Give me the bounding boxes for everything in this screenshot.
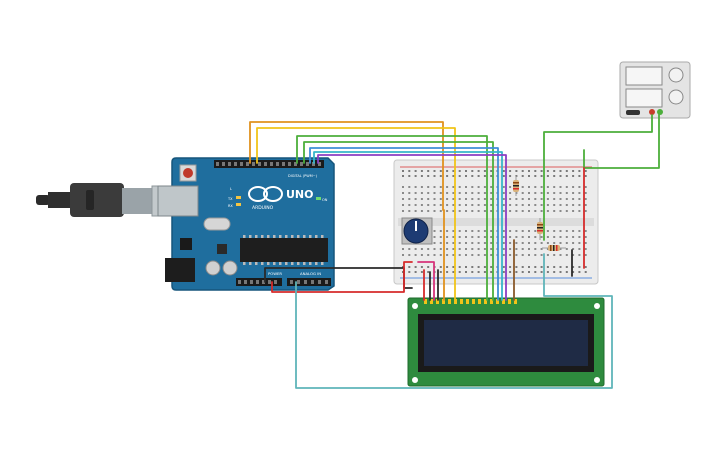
- digital-pin[interactable]: [216, 162, 219, 166]
- led-l-label: L: [230, 187, 232, 191]
- analog-pin[interactable]: [325, 280, 328, 284]
- digital-pin[interactable]: [312, 162, 315, 166]
- supply-positive-terminal[interactable]: [649, 109, 655, 115]
- power-pin[interactable]: [238, 280, 241, 284]
- led-tx-label: TX: [227, 197, 233, 201]
- power-pin[interactable]: [262, 280, 265, 284]
- dc-power-supply[interactable]: [619, 61, 691, 119]
- wire-teal-lcd[interactable]: [295, 253, 613, 389]
- lcd-pin[interactable]: [472, 299, 475, 304]
- lcd-pin[interactable]: [430, 299, 433, 304]
- digital-header-label: DIGITAL (PWM~): [288, 174, 318, 178]
- lcd-pin[interactable]: [436, 299, 439, 304]
- breadboard[interactable]: [393, 159, 599, 285]
- digital-header: [214, 160, 324, 168]
- lcd-pin[interactable]: [496, 299, 499, 304]
- lcd-pin[interactable]: [454, 299, 457, 304]
- usb-port: [157, 185, 199, 217]
- resistor-1[interactable]: [513, 176, 519, 196]
- digital-pin[interactable]: [306, 162, 309, 166]
- led-rx-label: RX: [228, 204, 233, 208]
- wire-yellow[interactable]: [256, 127, 456, 301]
- lcd-pin[interactable]: [514, 299, 517, 304]
- lcd-16x2[interactable]: [407, 297, 605, 387]
- power-pin[interactable]: [256, 280, 259, 284]
- wire-green[interactable]: [296, 135, 488, 301]
- lcd-pin[interactable]: [460, 299, 463, 304]
- wire-blue[interactable]: [309, 147, 499, 301]
- brand-label: ARDUINO: [252, 205, 274, 211]
- resistor-2[interactable]: [537, 218, 543, 240]
- usb-cable[interactable]: [36, 183, 175, 217]
- digital-pin[interactable]: [246, 162, 249, 166]
- digital-pin[interactable]: [270, 162, 273, 166]
- arduino-logo-icon: [248, 186, 283, 202]
- power-pin[interactable]: [244, 280, 247, 284]
- analog-header: [287, 278, 331, 286]
- power-pin[interactable]: [268, 280, 271, 284]
- analog-pin[interactable]: [318, 280, 321, 284]
- wire-orange[interactable]: [249, 121, 445, 301]
- lcd-pin[interactable]: [502, 299, 505, 304]
- digital-pin[interactable]: [252, 162, 255, 166]
- wire-red[interactable]: [271, 261, 413, 293]
- digital-pin[interactable]: [318, 162, 321, 166]
- supply-negative-terminal[interactable]: [657, 109, 663, 115]
- power-pin[interactable]: [250, 280, 253, 284]
- lcd-pin[interactable]: [424, 299, 427, 304]
- lcd-pin[interactable]: [484, 299, 487, 304]
- potentiometer[interactable]: [401, 217, 433, 245]
- supply-switch[interactable]: [626, 110, 640, 115]
- digital-pin[interactable]: [264, 162, 267, 166]
- digital-pin[interactable]: [228, 162, 231, 166]
- power-pin[interactable]: [274, 280, 277, 284]
- lcd-pin[interactable]: [442, 299, 445, 304]
- power-jack: [165, 258, 195, 282]
- wire-green-supply[interactable]: [583, 114, 660, 169]
- arduino-uno-board[interactable]: UNO ARDUINO DIGITAL (PWM~) POWER ANALOG …: [157, 157, 335, 291]
- digital-pin[interactable]: [240, 162, 243, 166]
- on-led: [316, 197, 321, 200]
- wire-green-2[interactable]: [303, 141, 494, 301]
- voltage-display: [625, 66, 663, 86]
- lcd-pin[interactable]: [490, 299, 493, 304]
- analog-pin[interactable]: [290, 280, 293, 284]
- lcd-screen: [424, 320, 588, 366]
- analog-pin[interactable]: [311, 280, 314, 284]
- current-knob[interactable]: [668, 89, 684, 105]
- digital-pin-row: [216, 162, 321, 166]
- power-header-label: POWER: [268, 271, 282, 276]
- digital-pin[interactable]: [288, 162, 291, 166]
- digital-pin[interactable]: [294, 162, 297, 166]
- atmega-chip: [240, 238, 328, 262]
- digital-pin[interactable]: [222, 162, 225, 166]
- lcd-pin[interactable]: [466, 299, 469, 304]
- digital-pin[interactable]: [258, 162, 261, 166]
- lcd-pin[interactable]: [448, 299, 451, 304]
- lcd-pin[interactable]: [478, 299, 481, 304]
- wire-green-supply-2[interactable]: [543, 114, 653, 241]
- analog-header-label: ANALOG IN: [300, 271, 321, 276]
- digital-pin[interactable]: [234, 162, 237, 166]
- wire-cyan[interactable]: [313, 151, 503, 301]
- digital-pin[interactable]: [276, 162, 279, 166]
- analog-pin[interactable]: [297, 280, 300, 284]
- wire-purple[interactable]: [317, 154, 507, 301]
- voltage-knob[interactable]: [668, 67, 684, 83]
- current-display: [625, 88, 663, 108]
- analog-pin[interactable]: [304, 280, 307, 284]
- rx-led: [236, 203, 241, 206]
- digital-pin[interactable]: [300, 162, 303, 166]
- on-label: ON: [322, 198, 328, 202]
- tx-led: [236, 196, 241, 199]
- digital-pin[interactable]: [282, 162, 285, 166]
- reset-button[interactable]: [183, 168, 193, 178]
- lcd-pin[interactable]: [508, 299, 511, 304]
- wire-pink[interactable]: [417, 261, 435, 301]
- model-label: UNO: [286, 188, 314, 201]
- resistor-3[interactable]: [542, 245, 566, 251]
